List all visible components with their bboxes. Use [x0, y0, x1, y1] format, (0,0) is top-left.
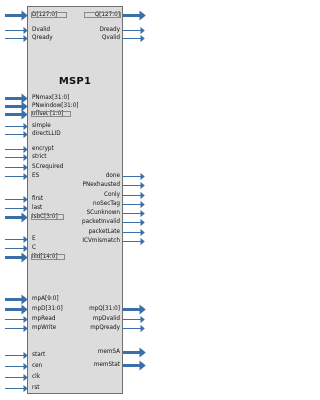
pin-label-c: C: [32, 245, 36, 251]
bus-frame-q: [84, 12, 121, 18]
pin-label-screquired: SCrequired: [32, 164, 64, 170]
pin-label-encrypt: encrypt: [32, 146, 54, 152]
pin-label-offset: offset [1:0]: [32, 111, 64, 117]
bus-frame-lsbc: [31, 214, 64, 220]
pin-label-d: D[127:0]: [32, 12, 58, 18]
pin-label-es: ES: [32, 173, 40, 179]
pin-label-nosectag: noSecTag: [93, 201, 120, 207]
pin-label-last: last: [32, 205, 43, 211]
pin-label-packetinvalid: packetInvalid: [82, 219, 120, 225]
pin-label-dvalid: Dvalid: [32, 27, 51, 33]
pin-label-pnexhausted: PNexhausted: [82, 182, 120, 188]
block-title: MSP1: [58, 76, 92, 87]
pin-label-mpread: mpRead: [32, 316, 56, 322]
pin-label-qready: Qready: [32, 35, 53, 41]
pin-label-cen: cen: [32, 363, 43, 369]
pin-label-scunknown: SCunknown: [86, 210, 120, 216]
right-signal-pins: [123, 26, 145, 333]
pin-label-directllid: directLLID: [32, 131, 61, 137]
pin-label-qvalid: Qvalid: [101, 35, 120, 41]
pin-label-dready: Dready: [99, 27, 120, 33]
pin-label-mpwrite: mpWrite: [32, 325, 57, 331]
pin-label-memstat: memStat: [93, 362, 120, 368]
pin-label-pnwindow: PNwindow[31:0]: [32, 103, 79, 109]
pin-label-mpa: mpA[9:0]: [32, 296, 59, 302]
pin-label-memsa: memSA: [97, 349, 120, 355]
pin-label-lsbc: lsbC[3:0]: [32, 214, 58, 220]
pin-label-llid: llid[14:0]: [32, 254, 58, 260]
msp1-block: [27, 6, 123, 394]
bus-frame-d: [31, 12, 67, 18]
bus-frame-llid: [31, 254, 65, 260]
pin-label-e: E: [32, 236, 36, 242]
pin-label-first: first: [32, 196, 44, 202]
left-bus-pins: [5, 10, 28, 315]
pin-connectors: [5, 10, 146, 393]
pin-label-mpqready: mpQready: [90, 325, 120, 331]
pin-label-strict: strict: [32, 154, 47, 160]
left-signal-pins: [5, 26, 28, 393]
pin-label-mpdvalid: mpDvalid: [92, 316, 120, 322]
bus-frame-offset: [31, 111, 71, 117]
pin-label-q: Q[127:0]: [94, 12, 120, 18]
pin-label-pnmax: PNmax[31:0]: [32, 95, 70, 101]
pin-label-mpq: mpQ[31:0]: [89, 306, 120, 312]
pin-label-done: done: [105, 173, 120, 179]
pin-label-conly: Conly: [103, 192, 120, 198]
pin-label-packetlate: packetLate: [88, 229, 120, 235]
pin-label-clk: clk: [32, 374, 41, 380]
right-bus-pins: [123, 10, 146, 371]
pin-label-rst: rst: [32, 385, 40, 391]
pin-label-icvmismatch: ICVmismatch: [82, 238, 120, 244]
pin-label-start: start: [32, 352, 46, 358]
pin-label-simple: simple: [32, 123, 51, 129]
pin-label-mpd: mpD[31:0]: [32, 306, 63, 312]
